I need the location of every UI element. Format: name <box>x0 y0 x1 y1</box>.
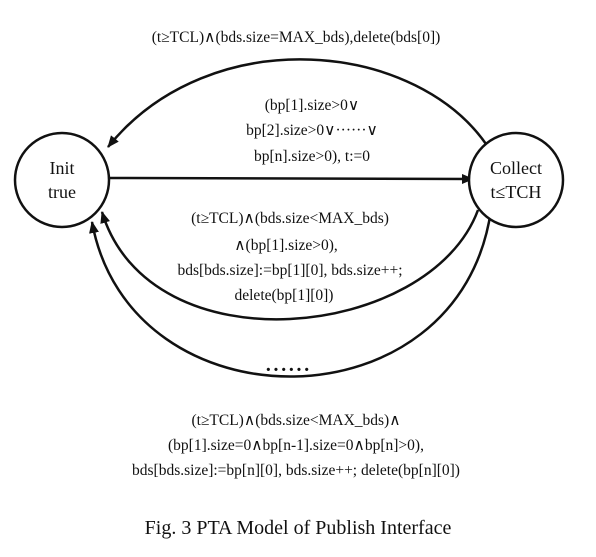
edge-top-return-label: (t≥TCL)∧(bds.size=MAX_bds),delete(bds[0]… <box>152 29 441 46</box>
edge-init-to-collect-label: (bp[1].size>0∨ bp[2].size>0∨······∨ bp[n… <box>246 97 378 165</box>
edge-init-to-collect-line1: (bp[1].size>0∨ <box>265 97 360 114</box>
edge-init-to-collect-line3: bp[n].size>0), t:=0 <box>254 148 370 165</box>
state-collect-invariant: t≤TCH <box>491 182 542 202</box>
edge-collect-to-init-n-line2: (bp[1].size=0∧bp[n-1].size=0∧bp[n]>0), <box>168 437 424 454</box>
state-init-circle <box>13 131 111 229</box>
edge-collect-to-init-1-line2: ∧(bp[1].size>0), <box>234 237 338 254</box>
state-init-name: Init <box>50 158 75 178</box>
figure-caption: Fig. 3 PTA Model of Publish Interface <box>145 517 452 539</box>
edge-init-to-collect-line2: bp[2].size>0∨······∨ <box>246 122 378 139</box>
edge-collect-to-init-n-label: (t≥TCL)∧(bds.size<MAX_bds)∧ (bp[1].size=… <box>132 412 460 479</box>
edge-collect-to-init-1-line3: bds[bds.size]:=bp[1][0], bds.size++; <box>177 262 402 279</box>
state-init: Init true <box>13 131 111 229</box>
edge-init-to-collect-arrow <box>107 173 474 184</box>
state-init-invariant: true <box>48 182 76 202</box>
state-collect-circle <box>467 131 565 229</box>
state-collect: Collect t≤TCH <box>467 131 565 229</box>
edge-collect-to-init-n-line1: (t≥TCL)∧(bds.size<MAX_bds)∧ <box>191 412 400 429</box>
edge-ellipsis: ······ <box>265 359 311 381</box>
edge-collect-to-init-1-label: (t≥TCL)∧(bds.size<MAX_bds) ∧(bp[1].size>… <box>177 210 402 304</box>
state-collect-name: Collect <box>490 158 542 178</box>
edge-collect-to-init-1-line1: (t≥TCL)∧(bds.size<MAX_bds) <box>191 210 389 227</box>
edge-collect-to-init-1-arrow <box>100 209 480 321</box>
edge-top-return-arrow <box>107 58 492 151</box>
edge-collect-to-init-1-line4: delete(bp[1][0]) <box>235 287 334 304</box>
edge-collect-to-init-n-line3: bds[bds.size]:=bp[n][0], bds.size++; del… <box>132 462 460 479</box>
edge-collect-to-init-n-arrow <box>89 209 493 378</box>
